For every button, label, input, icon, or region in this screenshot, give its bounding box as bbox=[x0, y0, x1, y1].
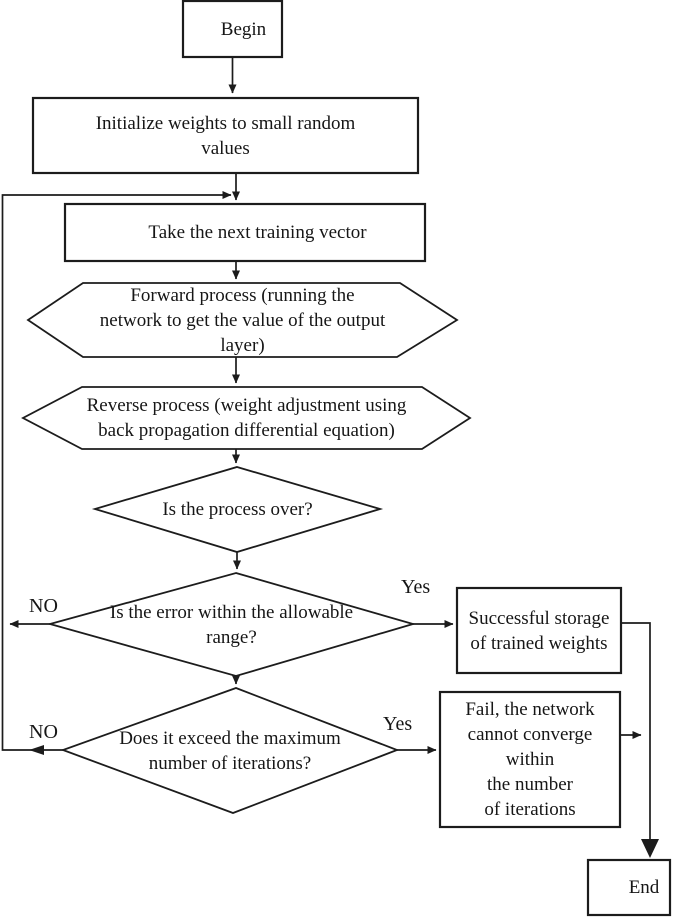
iterations-diamond bbox=[60, 687, 400, 814]
reverse-process-hexagon bbox=[21, 386, 472, 450]
edge-success-end bbox=[621, 622, 651, 839]
success-box bbox=[455, 586, 623, 675]
arrowhead-end bbox=[641, 839, 659, 858]
edge-no-loopback bbox=[1, 191, 232, 751]
process-over-diamond bbox=[91, 466, 384, 553]
arrowhead-iterations-no bbox=[29, 745, 44, 755]
take-vector-box bbox=[63, 202, 427, 263]
begin-box bbox=[181, 0, 284, 59]
forward-process-hexagon bbox=[26, 282, 459, 358]
init-weights-box bbox=[31, 96, 420, 175]
fail-box bbox=[438, 690, 622, 829]
end-box bbox=[586, 858, 672, 917]
error-range-diamond bbox=[46, 572, 417, 677]
